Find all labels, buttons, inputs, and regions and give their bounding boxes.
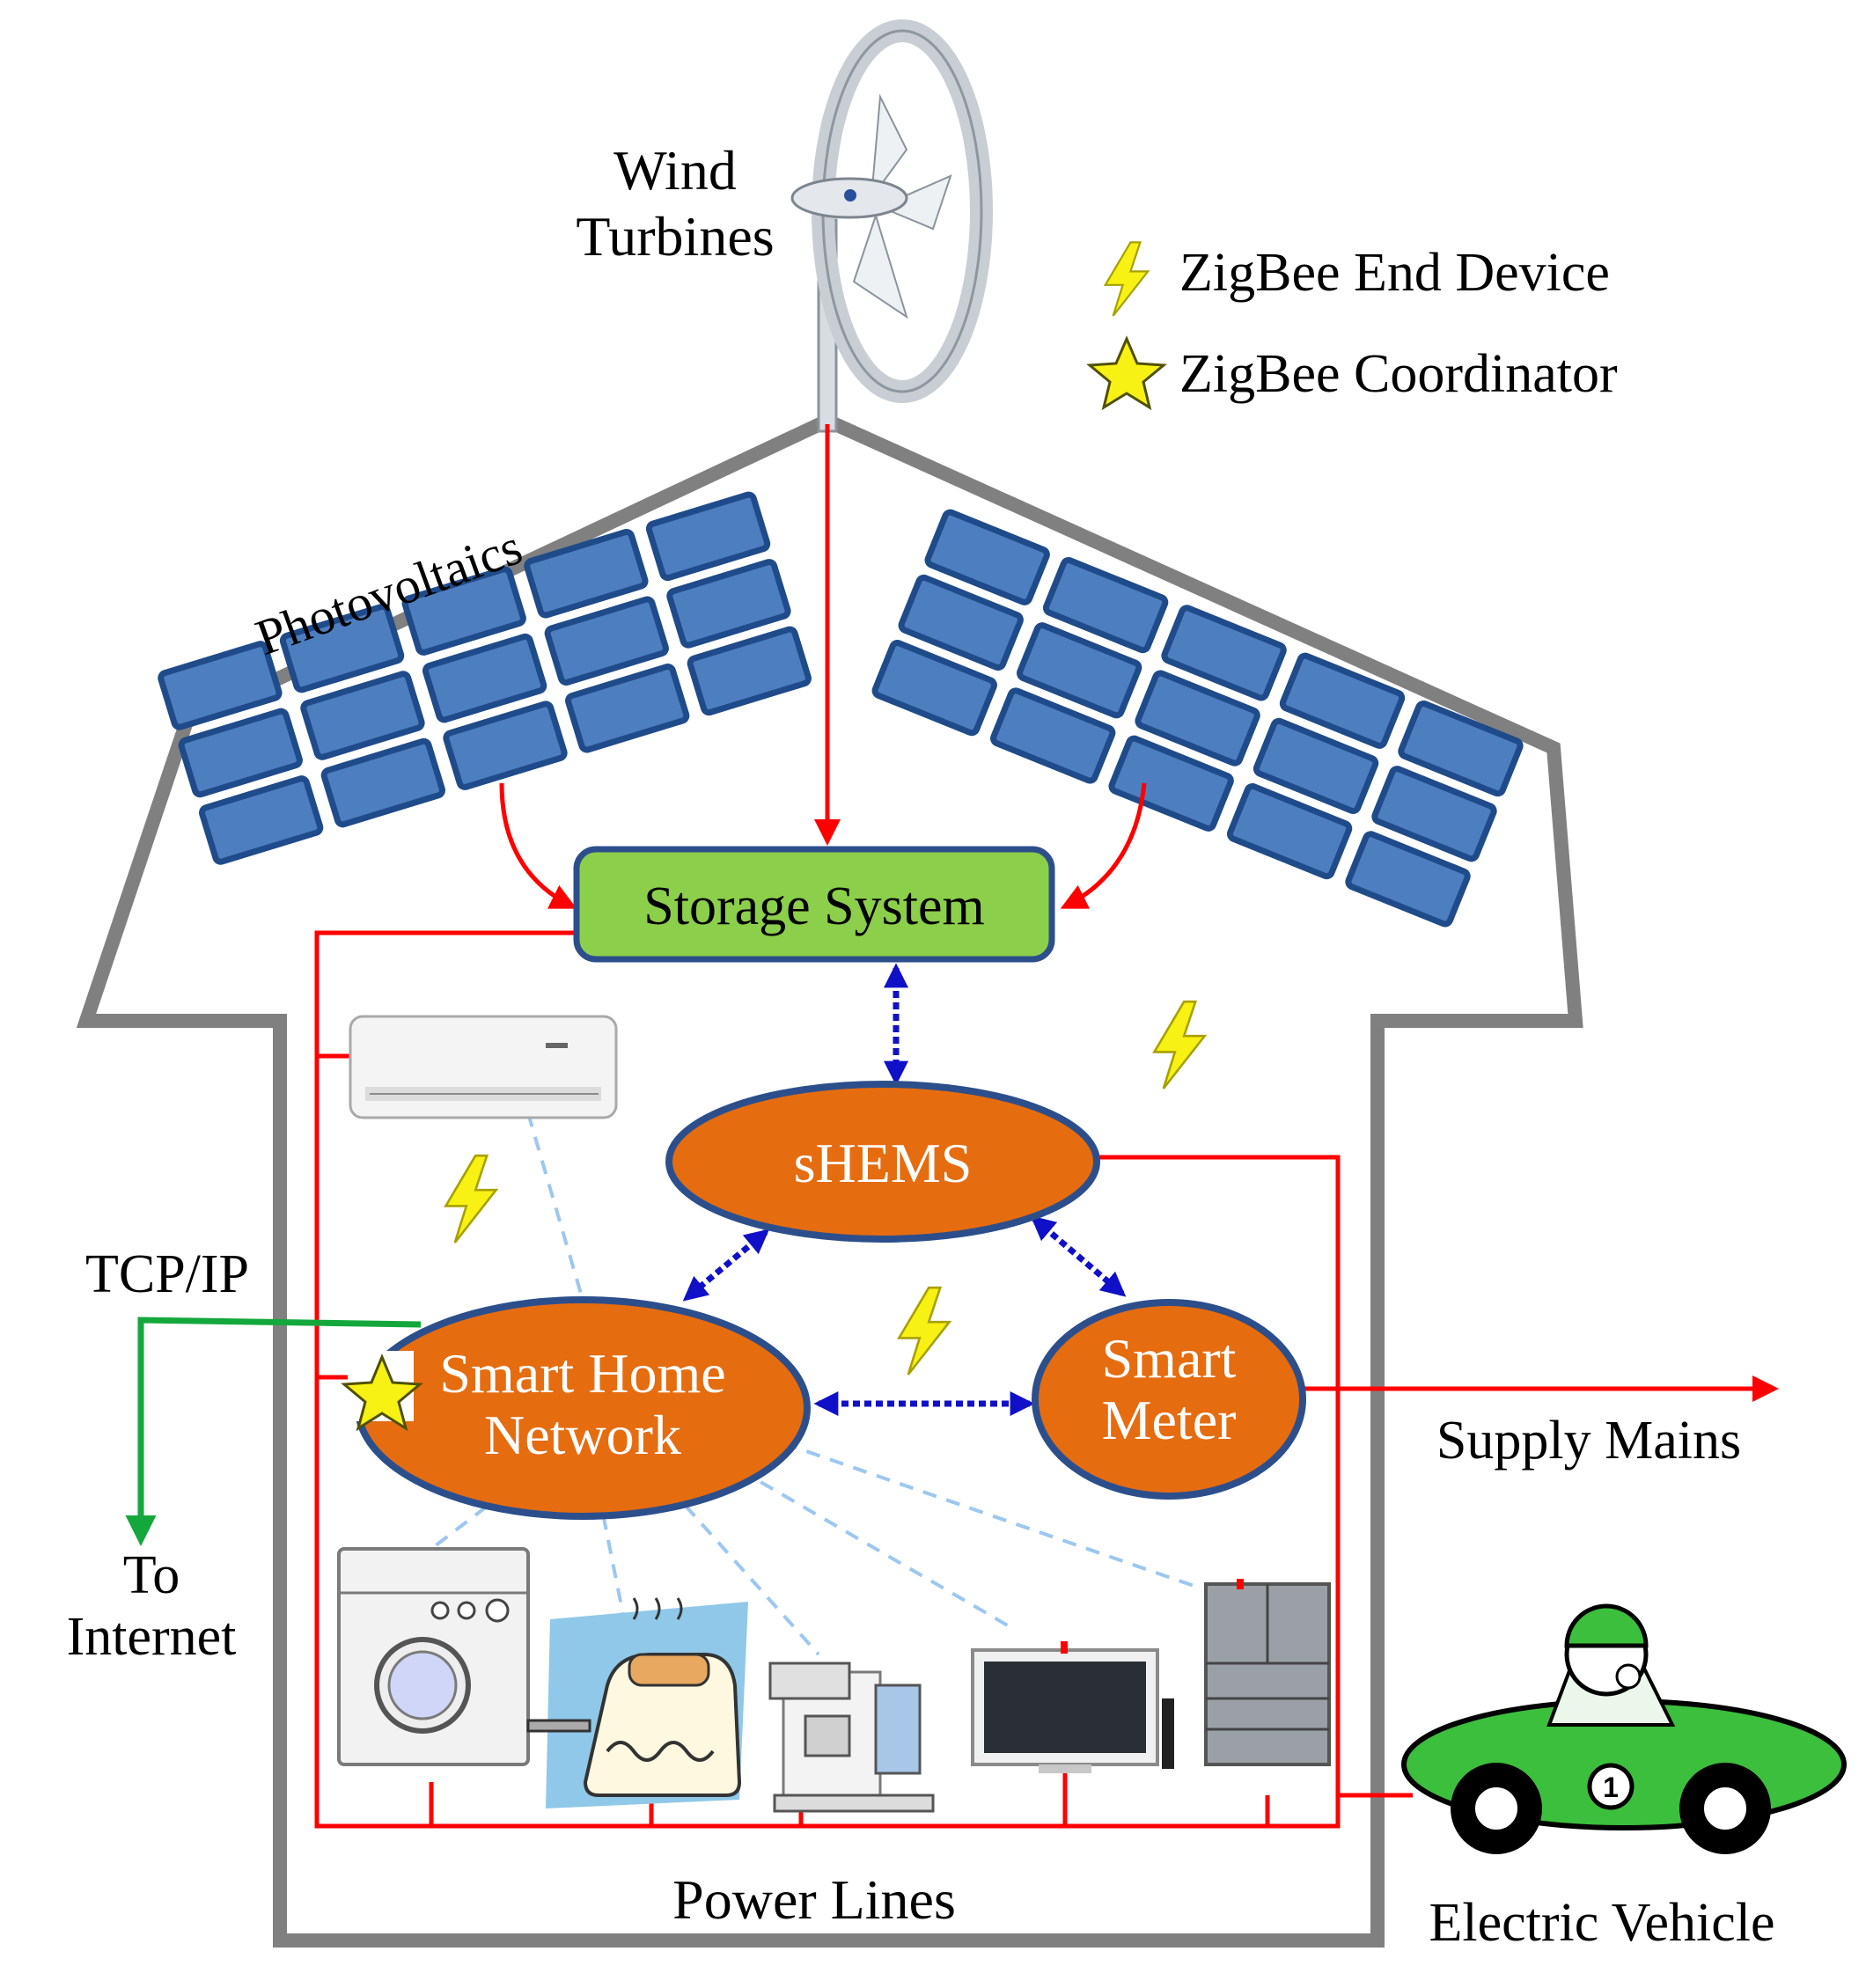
smart-meter-label-line1: Smart [1102, 1327, 1237, 1390]
supply-mains-label: Supply Mains [1436, 1411, 1741, 1471]
smart-home-network-node: Smart Home Network [341, 1296, 811, 1520]
legend: ZigBee End Device ZigBee Coordinator [1086, 241, 1618, 411]
power-lines-label: Power Lines [672, 1868, 956, 1931]
power-lines-network [314, 930, 1413, 1829]
wireless-links [430, 1112, 1202, 1656]
smart-meter-label-line2: Meter [1102, 1389, 1237, 1451]
electric-vehicle-icon: 1 [1401, 1603, 1847, 1854]
air-conditioner-icon [349, 1015, 618, 1119]
wind-turbines-label-line1: Wind [613, 139, 737, 202]
house-outline [76, 413, 1583, 1948]
smart-home-network-label-line1: Smart Home [439, 1342, 725, 1405]
television-icon [971, 1641, 1174, 1773]
zigbee-coordinator-legend-icon [1086, 335, 1167, 411]
zigbee-links [682, 963, 1127, 1416]
svg-text:1: 1 [1603, 1772, 1619, 1803]
to-internet-label-line1: To [123, 1545, 180, 1605]
zigbee-end-device-icon [1153, 1000, 1206, 1090]
zigbee-end-device-legend-icon [1104, 241, 1150, 318]
refrigerator-icon [1204, 1579, 1331, 1766]
zigbee-coordinator-icon [341, 1353, 423, 1432]
internet-link [125, 1317, 422, 1546]
legend-end-device-label: ZigBee End Device [1179, 243, 1610, 303]
wind-turbines-label-line2: Turbines [576, 205, 774, 268]
toaster-icon [526, 1597, 748, 1808]
coffee-maker-icon [768, 1662, 935, 1813]
washing-machine-icon [337, 1547, 530, 1766]
zigbee-end-device-icon [898, 1286, 951, 1376]
pv-left-to-storage-arrow [499, 782, 577, 909]
storage-system-label: Storage System [643, 877, 984, 936]
electric-vehicle-label: Electric Vehicle [1429, 1893, 1774, 1953]
smart-meter-node: Smart Meter [1032, 1299, 1306, 1500]
wind-turbine-icon [790, 19, 993, 433]
shems-node: sHEMS [665, 1081, 1100, 1243]
pv-right-to-storage-arrow [1060, 782, 1147, 909]
storage-system-node: Storage System [573, 846, 1055, 963]
to-internet-label-line2: Internet [67, 1607, 237, 1667]
shems-label: sHEMS [794, 1132, 973, 1194]
tcp-ip-label: TCP/IP [85, 1244, 249, 1304]
legend-coordinator-label: ZigBee Coordinator [1179, 344, 1618, 404]
zigbee-end-device-icon [444, 1154, 497, 1244]
smart-home-network-label-line2: Network [484, 1404, 681, 1466]
